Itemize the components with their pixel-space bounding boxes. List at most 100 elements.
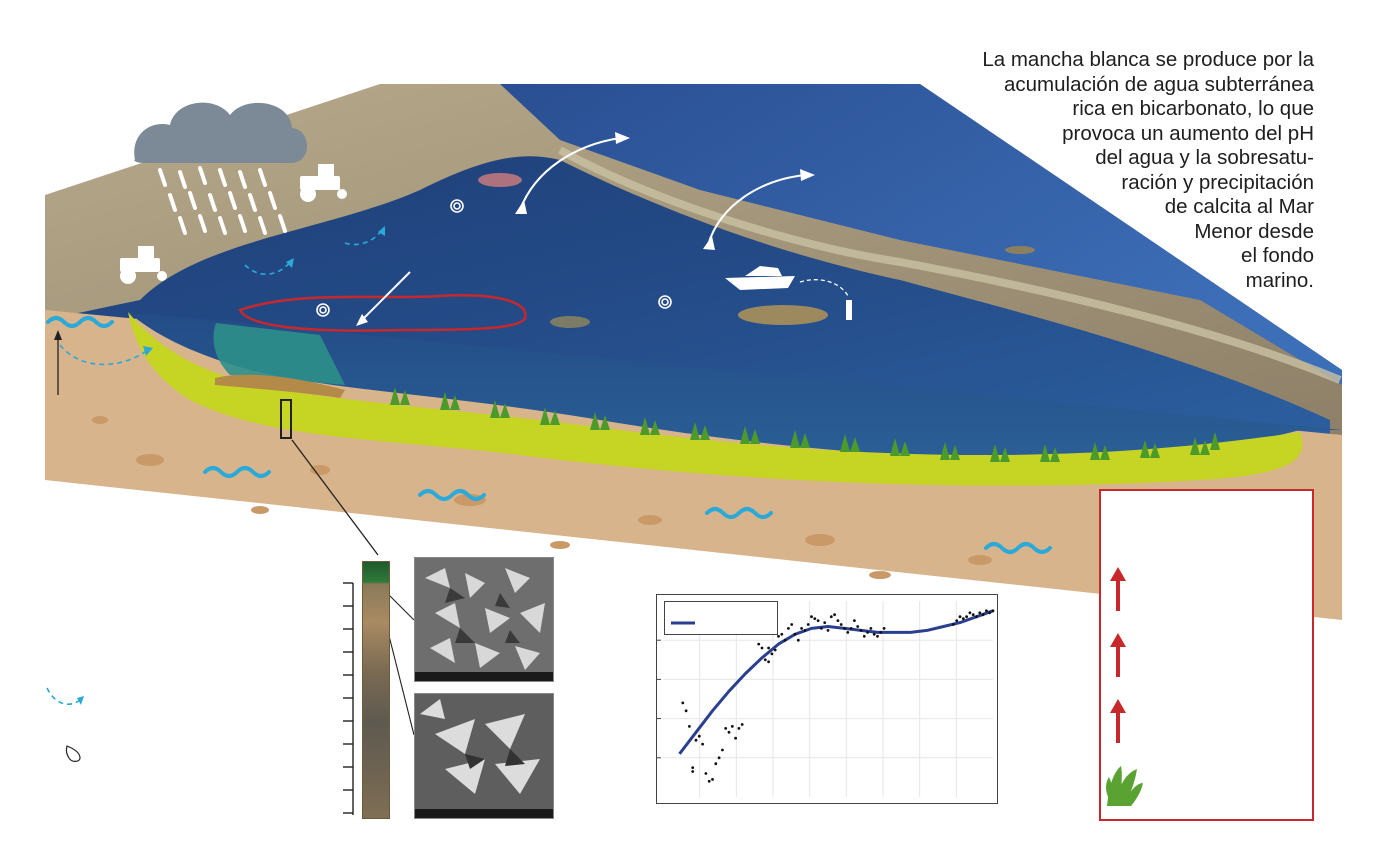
up-arrow-icon [1110, 567, 1126, 743]
circle-marker-icon [316, 199, 672, 317]
current-arrow-icon [359, 137, 806, 323]
data-point [763, 658, 767, 662]
data-point [816, 619, 820, 622]
data-point [770, 652, 774, 656]
data-point [684, 709, 688, 713]
data-point [823, 621, 827, 624]
caption-text: La mancha blanca se produce por la acumu… [982, 48, 1314, 292]
legend-icons [1106, 567, 1143, 806]
data-point [803, 629, 807, 632]
data-point [800, 627, 803, 630]
data-point [783, 638, 787, 642]
data-point [958, 615, 962, 619]
data-point [787, 627, 790, 630]
data-point [707, 779, 711, 783]
data-point [839, 623, 843, 626]
data-point [740, 723, 744, 726]
data-point [876, 634, 879, 638]
groundwater-plume [213, 323, 345, 385]
data-point [952, 623, 955, 626]
data-point [767, 660, 770, 664]
data-point [981, 613, 985, 617]
seagrass-meadow [390, 387, 1220, 462]
data-point [730, 725, 734, 728]
groundwater-wave-icon [46, 316, 1052, 554]
data-point [843, 627, 846, 630]
data-point [869, 627, 873, 630]
debris-pile [215, 374, 345, 398]
data-point [773, 648, 777, 652]
data-point [688, 725, 691, 728]
data-point [724, 727, 728, 730]
data-point [717, 756, 721, 760]
data-point [714, 762, 718, 766]
data-point [790, 623, 794, 626]
data-point [985, 609, 988, 613]
data-point [681, 701, 685, 705]
rain-icon [158, 166, 287, 235]
sem-info-strip-top [415, 672, 553, 681]
data-point [810, 615, 813, 619]
data-point [829, 615, 833, 619]
data-point [691, 770, 695, 773]
core-pointer-line [291, 439, 379, 556]
core-ruler [343, 582, 354, 815]
chart-legend-swatch [671, 621, 695, 625]
buoy-icon [846, 300, 852, 320]
data-point [836, 619, 840, 622]
data-point [955, 619, 959, 622]
legend-panel [1099, 489, 1314, 821]
data-point [757, 642, 761, 646]
seagrass-icon [1106, 766, 1143, 806]
white-plume-outline [238, 294, 527, 332]
data-point [872, 632, 876, 636]
data-point [780, 632, 784, 636]
dashed-arrowheads [77, 226, 385, 705]
data-point [721, 748, 724, 752]
data-point [965, 615, 968, 619]
groundwater-up-arrowhead [54, 330, 62, 340]
boat-dashed-path [799, 279, 849, 297]
data-point [691, 766, 695, 769]
sem-photo-top [414, 557, 554, 682]
salt-pond [478, 173, 522, 187]
chart-legend [664, 601, 778, 635]
data-point [727, 730, 731, 734]
droplet-icon [65, 745, 81, 762]
data-point [856, 625, 860, 628]
data-point [833, 613, 836, 617]
island-outer [1005, 246, 1035, 254]
sem-texture-top [415, 558, 553, 681]
data-point [859, 629, 863, 632]
data-point [704, 772, 708, 775]
data-point [760, 646, 764, 650]
data-point [796, 638, 800, 642]
core-location-marker [280, 399, 292, 439]
data-point [882, 627, 886, 630]
scatter-chart [657, 601, 995, 797]
data-point [820, 627, 823, 630]
data-point [737, 727, 741, 730]
data-point [697, 734, 701, 738]
island-big [738, 305, 828, 325]
boat-icon [725, 266, 795, 290]
data-point [879, 631, 883, 634]
data-point [853, 619, 856, 622]
data-point [975, 615, 978, 619]
fit-line [678, 609, 994, 755]
data-point [711, 778, 714, 781]
data-point [846, 631, 850, 634]
data-point [777, 634, 780, 638]
data-point [767, 646, 770, 650]
tractor-icon [120, 164, 347, 284]
data-point [734, 736, 737, 740]
data-point [978, 611, 982, 615]
data-point [968, 611, 972, 615]
data-point [826, 629, 830, 632]
data-point [866, 631, 869, 634]
data-point [971, 613, 975, 617]
sandbar-strip [558, 146, 1342, 384]
data-point [806, 623, 810, 626]
data-point [988, 611, 992, 615]
